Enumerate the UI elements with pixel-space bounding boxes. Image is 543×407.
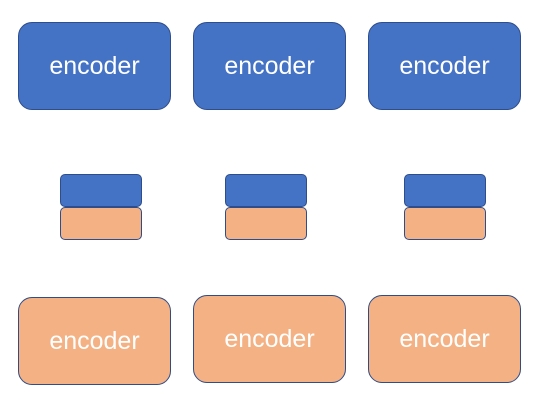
embedding-chip-orange-3 xyxy=(404,207,486,240)
encoder-box-bottom-1: encoder xyxy=(18,297,171,385)
embedding-chip-blue-3 xyxy=(404,174,486,207)
encoder-label: encoder xyxy=(399,324,490,353)
encoder-label: encoder xyxy=(49,326,140,355)
embedding-chip-blue-2 xyxy=(225,174,307,207)
encoder-box-bottom-3: encoder xyxy=(368,295,521,383)
encoder-box-top-2: encoder xyxy=(193,22,346,110)
encoder-box-top-1: encoder xyxy=(18,22,171,110)
encoder-label: encoder xyxy=(399,51,490,80)
encoder-label: encoder xyxy=(49,51,140,80)
encoder-label: encoder xyxy=(224,324,315,353)
encoder-box-top-3: encoder xyxy=(368,22,521,110)
embedding-chip-blue-1 xyxy=(60,174,142,207)
encoder-label: encoder xyxy=(224,51,315,80)
encoder-box-bottom-2: encoder xyxy=(193,295,346,383)
embedding-chip-orange-1 xyxy=(60,207,142,240)
embedding-chip-orange-2 xyxy=(225,207,307,240)
